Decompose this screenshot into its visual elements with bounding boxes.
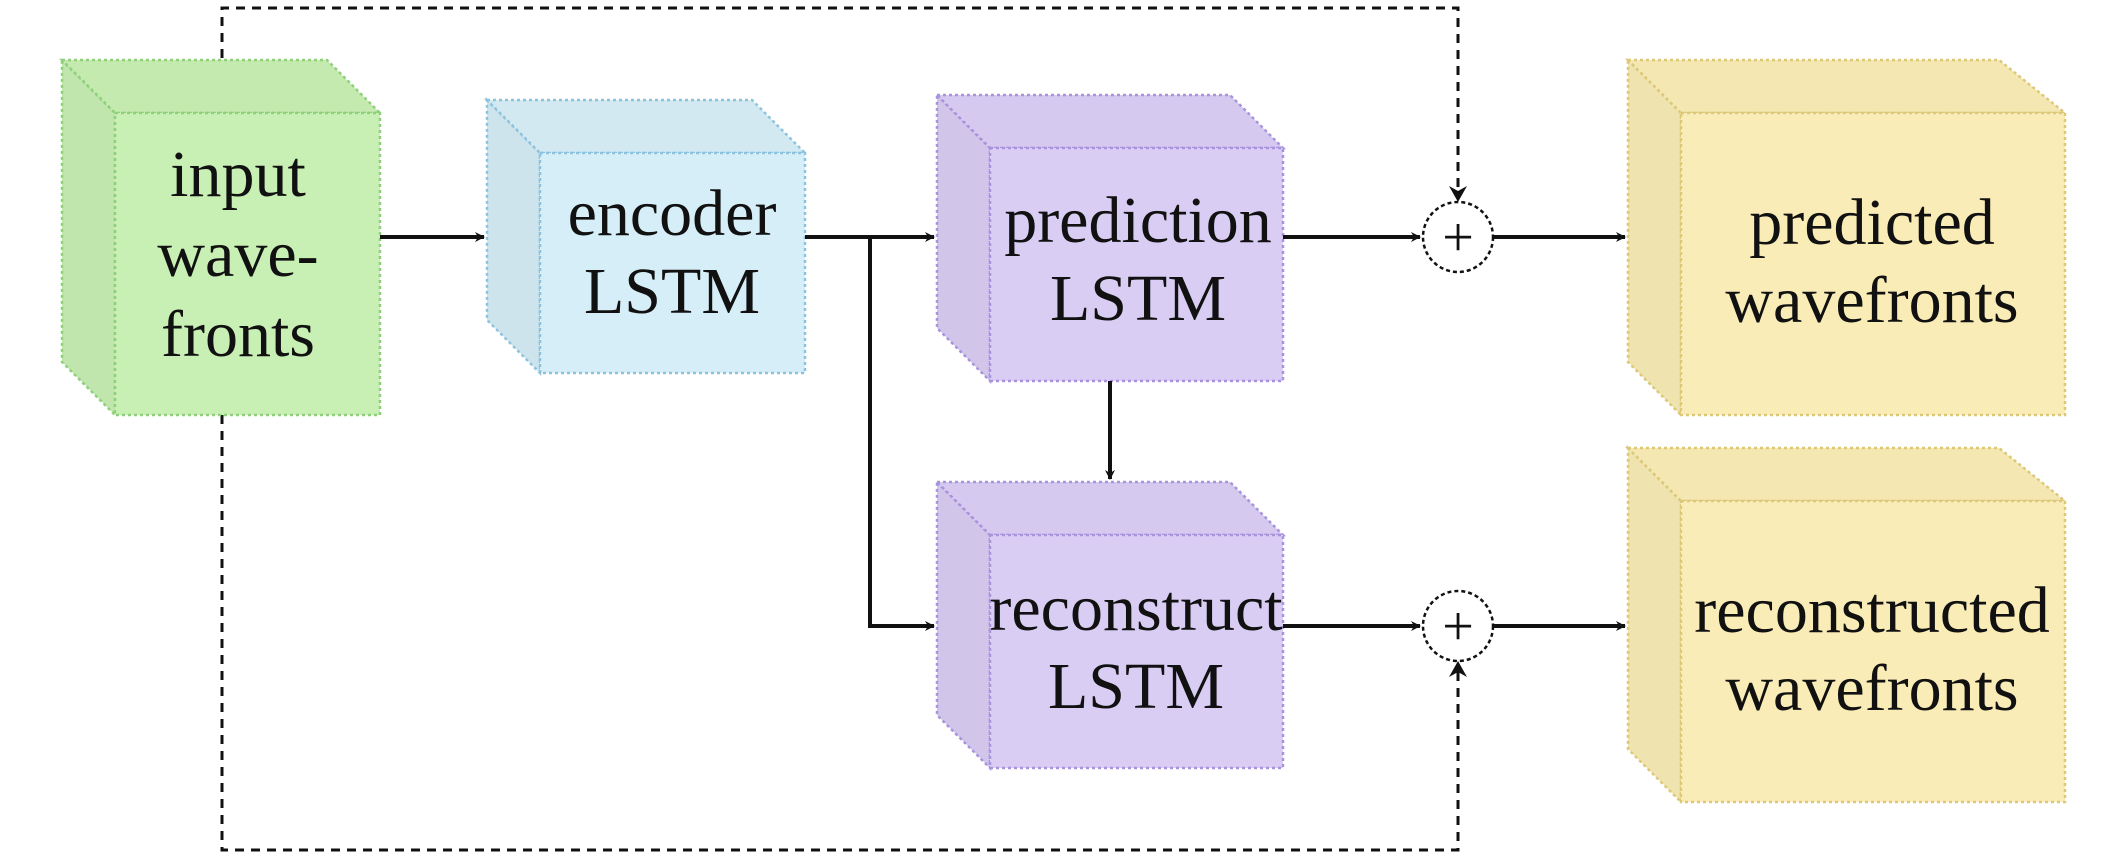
encoder-label-line1: encoder bbox=[568, 177, 777, 250]
edge-encoder-to-reconstruct bbox=[868, 237, 935, 631]
reconstructed-block-side bbox=[1626, 444, 1683, 806]
predicted-label-line2: wavefronts bbox=[1725, 264, 2018, 337]
skip-connection-bottom bbox=[220, 415, 1460, 852]
prediction-block-front bbox=[988, 146, 1285, 383]
add-operator-bottom: + bbox=[1421, 589, 1495, 663]
prediction-lstm-block: prediction LSTM bbox=[933, 91, 1287, 385]
prediction-label-line1: prediction bbox=[1004, 184, 1272, 257]
input-wavefronts-block: input wave- fronts bbox=[58, 56, 384, 419]
prediction-label-line2: LSTM bbox=[1050, 262, 1226, 335]
predicted-block-front bbox=[1679, 111, 2067, 417]
prediction-block-top bbox=[933, 93, 1287, 150]
input-block-top bbox=[58, 58, 384, 115]
encoder-block-top bbox=[483, 98, 809, 155]
input-block-side bbox=[60, 56, 117, 419]
predicted-wavefronts-block: predicted wavefronts bbox=[1624, 56, 2069, 419]
reconstruct-block-top bbox=[933, 480, 1287, 537]
predicted-label-line1: predicted bbox=[1749, 186, 1995, 259]
input-label-line2: wave- bbox=[157, 218, 318, 291]
add-operator-top: + bbox=[1421, 200, 1495, 274]
skip-connection-top bbox=[220, 6, 1460, 188]
reconstructed-label-line2: wavefronts bbox=[1725, 652, 2018, 725]
add-operator-bottom-symbol: + bbox=[1442, 596, 1474, 658]
skip-top-arrowhead bbox=[1449, 186, 1467, 202]
input-label-line1: input bbox=[170, 138, 306, 211]
reconstructed-wavefronts-block: reconstructed wavefronts bbox=[1624, 444, 2069, 806]
reconstruct-label-line1: reconstruct bbox=[989, 572, 1282, 645]
reconstructed-block-top bbox=[1624, 446, 2069, 503]
predicted-block-top bbox=[1624, 58, 2069, 115]
encoder-block-front bbox=[538, 151, 807, 375]
reconstructed-block-front bbox=[1679, 499, 2067, 804]
encoder-lstm-block: encoder LSTM bbox=[483, 96, 809, 377]
reconstructed-label-line1: reconstructed bbox=[1694, 574, 2050, 647]
reconstruct-block-front bbox=[988, 533, 1285, 770]
encoder-label-line2: LSTM bbox=[584, 255, 760, 328]
skip-bottom-arrowhead bbox=[1449, 661, 1467, 677]
predicted-block-side bbox=[1626, 56, 1683, 419]
input-block-front bbox=[113, 111, 382, 417]
input-label-line3: fronts bbox=[161, 298, 315, 371]
add-operator-top-symbol: + bbox=[1442, 207, 1474, 269]
reconstruct-lstm-block: reconstruct LSTM bbox=[933, 478, 1287, 772]
reconstruct-label-line2: LSTM bbox=[1048, 650, 1224, 723]
